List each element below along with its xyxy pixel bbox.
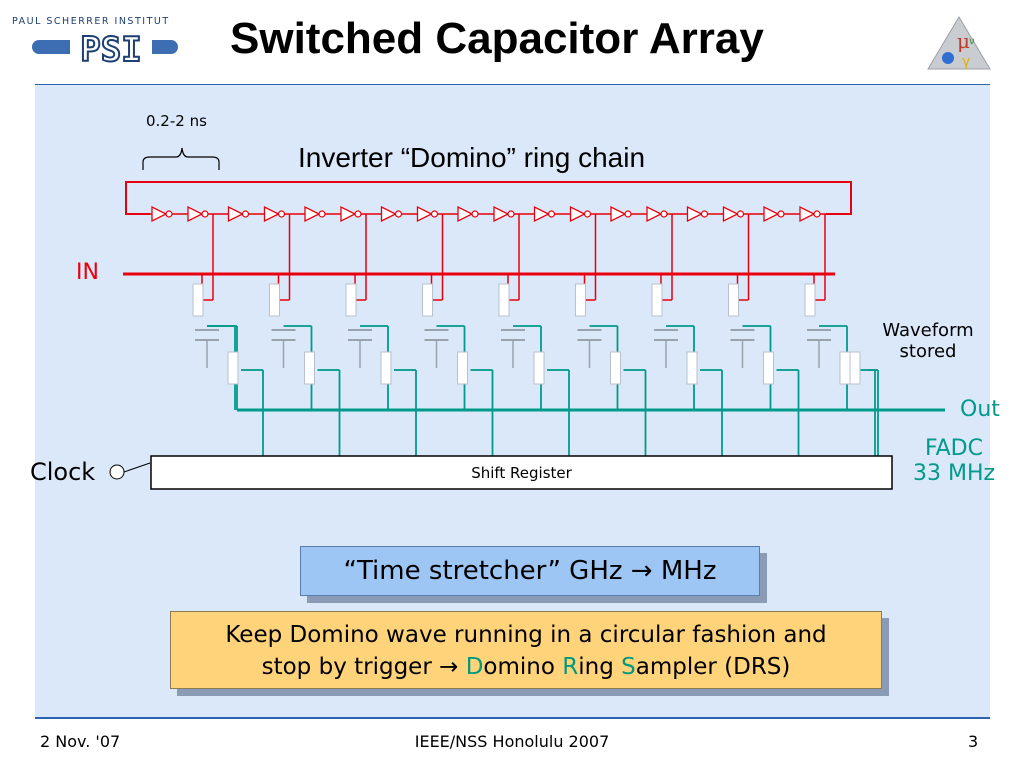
time-stretcher-box: “Time stretcher” GHz → MHz [300,546,760,596]
drs-d-letter: D [465,654,484,680]
inverter-icon [799,205,821,223]
domino-ring-loop [125,181,852,215]
drs-s-rest: ampler (DRS) [635,654,791,680]
right-arrow-icon: → [630,556,653,586]
svg-text:μ: μ [957,29,970,53]
inverter-icon [569,205,592,223]
waveform-line1: Waveform [882,320,974,341]
inverter-icon [763,205,785,223]
time-stretcher-text: “Time stretcher” GHz [343,556,623,586]
inverter-icon [416,205,439,223]
psi-logo-mark: PSI [32,30,178,71]
inverter-icon [340,205,362,223]
in-label: IN [76,260,99,285]
sampling-cell [575,283,647,456]
shift-register-label: Shift Register [471,464,572,482]
footer-divider [35,717,990,719]
waveform-line2: stored [899,341,957,362]
sampling-cell [498,283,570,456]
svg-text:γ: γ [962,54,970,70]
drs-r-letter: R [562,654,579,680]
psi-logo: PAUL SCHERRER INSTITUT PSI [10,14,180,72]
chain-title: Inverter “Domino” ring chain [298,142,646,173]
page-number: 3 [968,732,979,751]
inverter-icon [722,205,745,223]
out-label: Out [960,397,1000,422]
inverter-icon [187,205,209,223]
fadc-line2: 33 MHz [912,461,996,486]
sampling-cell [728,283,800,456]
shift-register-box [150,455,893,490]
sampling-cell [269,283,341,456]
drs-note-box: Keep Domino wave running in a circular f… [170,611,882,689]
inverter-icon [646,205,668,223]
drs-s-letter: S [621,654,636,680]
sampling-cell [651,283,723,456]
clock-terminal-icon [109,464,125,480]
svg-text:ν: ν [969,36,975,47]
inverter-icon [380,205,403,223]
sampling-cell [422,283,494,456]
clock-label: Clock [30,458,96,486]
inverter-icon [304,205,326,223]
fadc-label: FADC 33 MHz [908,436,1000,486]
drs-d-rest: omino [483,654,555,680]
drs-r-rest: ing [578,654,614,680]
inverter-icon [263,205,286,223]
footer-date: 2 Nov. '07 [40,732,121,751]
footer-conference: IEEE/NSS Honolulu 2007 [414,732,610,751]
inverter-icon [493,205,515,223]
note-line1: Keep Domino wave running in a circular f… [225,622,827,648]
inverter-icon [610,205,632,223]
sampling-cell [345,283,417,456]
institute-name: PAUL SCHERRER INSTITUT [12,16,170,27]
inverter-icon [227,205,250,223]
inverter-icon [151,205,173,223]
inverter-icon [686,205,709,223]
delay-brace [142,147,220,170]
capacitor-cells [192,283,879,456]
note-prefix: stop by trigger [261,654,432,680]
waveform-label: Waveform stored [876,320,980,362]
note-line2: stop by trigger → Domino Ring Sampler (D… [171,651,881,683]
logo-letters: PSI [80,30,141,70]
time-stretcher-mhz: MHz [660,556,717,586]
page-title: Switched Capacitor Array [230,14,764,63]
inverter-icon [457,205,479,223]
delay-label: 0.2-2 ns [146,112,207,130]
inverter-icon [533,205,556,223]
fadc-line1: FADC [925,436,983,461]
sampling-cell [804,283,876,456]
physics-logo-icon: μ γ ν [927,16,991,70]
right-arrow-icon: → [439,654,459,680]
inverter-chain [151,205,821,223]
